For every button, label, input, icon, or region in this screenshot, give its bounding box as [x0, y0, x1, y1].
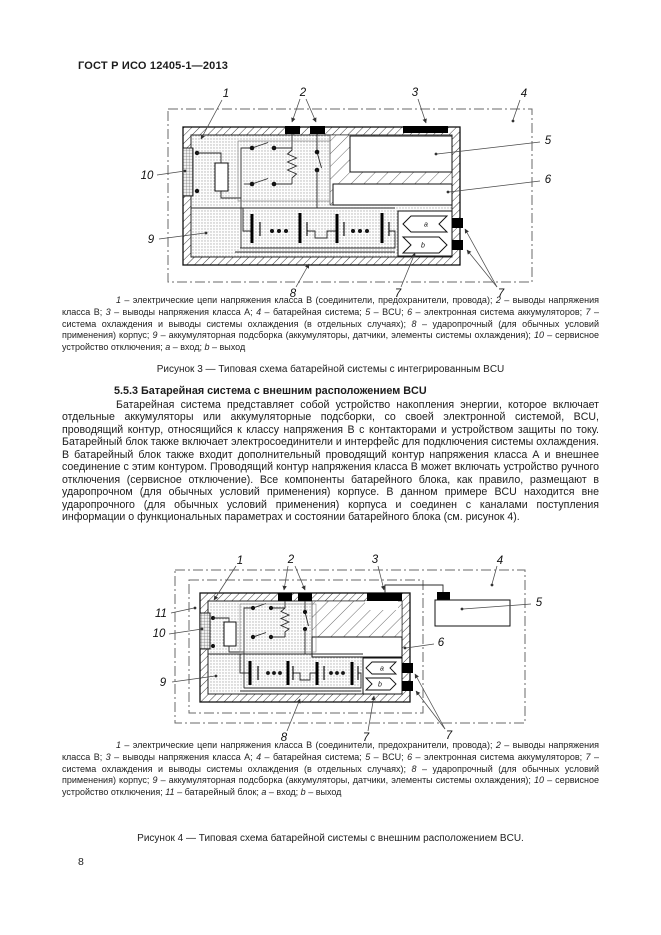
service-disconnect-block — [199, 612, 211, 650]
figure4-callouts: 1 2 3 4 5 6 11 10 9 8 — [153, 554, 543, 744]
figure4-diagram: a b — [153, 554, 543, 744]
callout-3: 3 — [372, 554, 379, 566]
fuse-box — [214, 162, 229, 192]
figure4-caption: Рисунок 4 — Типовая схема батарейной сис… — [137, 833, 524, 844]
bcu-box — [434, 599, 511, 627]
class-b-terminal — [278, 593, 292, 601]
terminal-notch — [365, 601, 398, 610]
port-a-label: a — [380, 666, 384, 673]
class-b-circuit — [197, 134, 331, 248]
callout-7: 7 — [446, 730, 453, 742]
battery-subpack-cells — [239, 654, 362, 692]
class-a-terminal — [367, 593, 402, 601]
callout-8: 8 — [290, 288, 297, 300]
standard-designation: ГОСТ Р ИСО 12405-1—2013 — [78, 60, 229, 72]
callout-1: 1 — [223, 88, 229, 100]
callout-7: 7 — [395, 288, 402, 300]
callout-6: 6 — [545, 174, 552, 186]
cooling-outlet-connector — [402, 681, 413, 691]
fuse-resistor — [279, 601, 291, 637]
port-a-label: a — [424, 222, 428, 229]
callout-11: 11 — [155, 608, 167, 620]
callout-5: 5 — [536, 597, 543, 609]
bcu-connector — [437, 592, 450, 600]
fuse-resistor — [286, 134, 298, 184]
callout-5: 5 — [545, 135, 552, 147]
electronics-box — [332, 183, 453, 206]
fuse-box — [223, 621, 237, 647]
class-b-circuit — [213, 601, 317, 688]
callout-1: 1 — [237, 555, 243, 567]
section-heading: 5.5.3 Батарейная система с внешним распо… — [114, 385, 427, 397]
service-disconnect-block — [182, 147, 194, 197]
cooling-port-a-arrow: a — [402, 215, 449, 233]
cooling-outlet-connector — [452, 240, 463, 250]
electronics-box — [311, 636, 403, 658]
callout-4: 4 — [497, 555, 503, 567]
callout-10: 10 — [141, 170, 154, 182]
figure3-diagram: a b — [141, 87, 552, 300]
callout-8: 8 — [281, 732, 288, 744]
class-b-terminal — [285, 126, 300, 134]
class-b-terminal — [310, 126, 325, 134]
cooling-outlet-connector — [402, 663, 413, 673]
callout-3: 3 — [412, 87, 419, 99]
callout-2: 2 — [299, 87, 307, 99]
battery-system-boundary — [167, 108, 533, 283]
port-b-label: b — [378, 682, 382, 689]
callout-2: 2 — [287, 554, 295, 566]
figure4-legend: 1 – электрические цепи напряжения класса… — [62, 740, 599, 798]
cooling-port-b-arrow: b — [401, 236, 448, 254]
callout-9: 9 — [160, 677, 167, 689]
callout-6: 6 — [438, 637, 445, 649]
port-b-label: b — [421, 243, 425, 250]
cooling-port-b-arrow: b — [364, 677, 397, 691]
class-a-terminal — [403, 126, 448, 133]
class-b-terminal — [298, 593, 312, 601]
cooling-port-a-arrow: a — [365, 661, 398, 675]
bcu-signal-wire — [384, 584, 444, 593]
figure3-legend: 1 – электрические цепи напряжения класса… — [62, 295, 599, 353]
callout-4: 4 — [521, 88, 527, 100]
battery-system-boundary — [174, 569, 526, 724]
contact-dot — [211, 644, 215, 648]
page-number: 8 — [78, 856, 84, 868]
callout-9: 9 — [148, 234, 155, 246]
battery-pack-boundary — [188, 579, 424, 714]
callout-7: 7 — [498, 288, 505, 300]
callout-10: 10 — [153, 628, 166, 640]
battery-subpack-cells — [235, 208, 396, 253]
cooling-outlet-connector — [452, 218, 463, 228]
figure3-caption: Рисунок 3 — Типовая схема батарейной сис… — [156, 364, 505, 375]
section-body-paragraph: Батарейная система представляет собой ус… — [62, 399, 599, 524]
contact-dot — [194, 188, 200, 194]
callout-7: 7 — [363, 732, 370, 744]
figure3-callouts: 1 2 3 4 5 6 10 9 8 7 — [141, 87, 552, 300]
